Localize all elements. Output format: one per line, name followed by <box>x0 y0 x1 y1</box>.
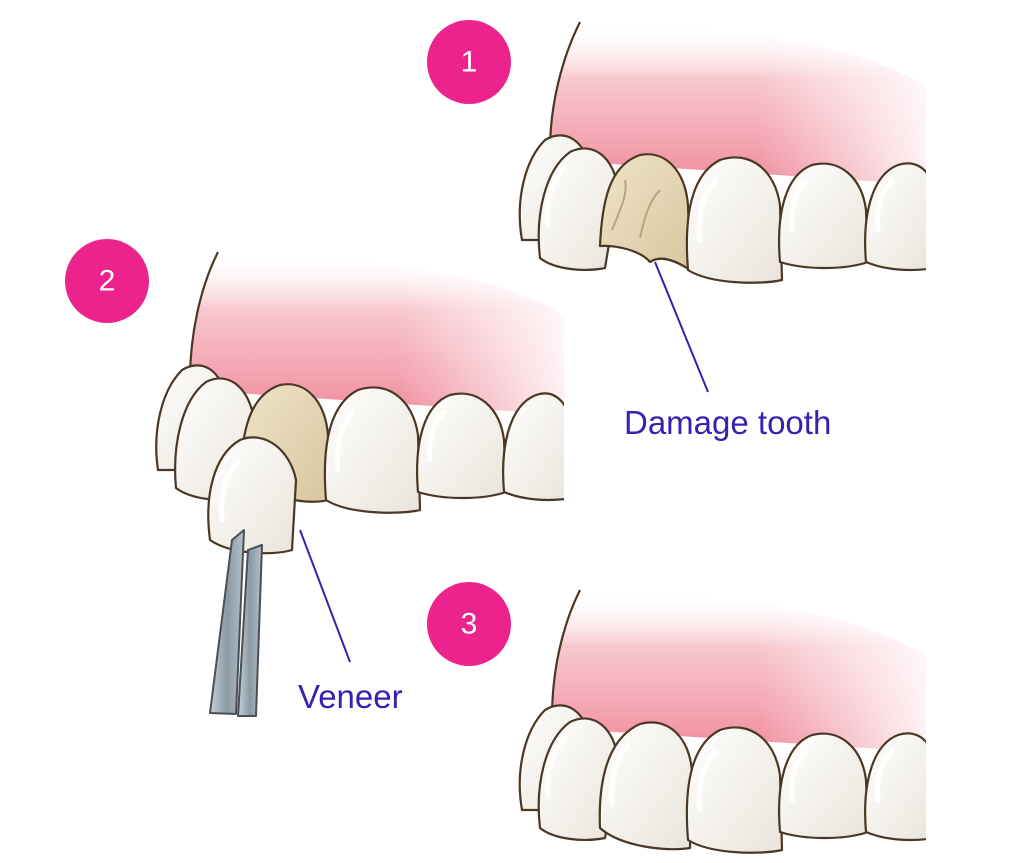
step-number: 3 <box>461 608 478 641</box>
step-number: 1 <box>461 46 478 79</box>
veneer-label: Veneer <box>298 678 403 715</box>
panel-2-veneer-placement <box>155 251 564 514</box>
tooth <box>864 162 926 272</box>
damage-pointer-line <box>654 261 709 393</box>
tooth <box>502 392 564 502</box>
tweezers <box>209 529 263 717</box>
veneer-pointer-line <box>299 529 351 663</box>
step-badge-3: 3 <box>427 582 511 666</box>
gum <box>548 21 926 185</box>
badge-circle <box>427 582 511 666</box>
badge-circle <box>427 20 511 104</box>
badge-circle <box>65 239 149 323</box>
step-number: 2 <box>99 265 116 298</box>
step-badge-1: 1 <box>427 20 511 104</box>
panel-1-damaged-teeth <box>518 21 926 284</box>
damaged-tooth <box>598 153 692 272</box>
step-badge-2: 2 <box>65 239 149 323</box>
panel-3-restored-teeth <box>518 589 926 854</box>
teeth-row <box>518 134 926 284</box>
damage-tooth-label: Damage tooth <box>624 404 831 441</box>
gum <box>550 589 926 752</box>
tooth <box>864 732 926 842</box>
teeth-row <box>518 704 926 854</box>
gum <box>188 251 564 415</box>
